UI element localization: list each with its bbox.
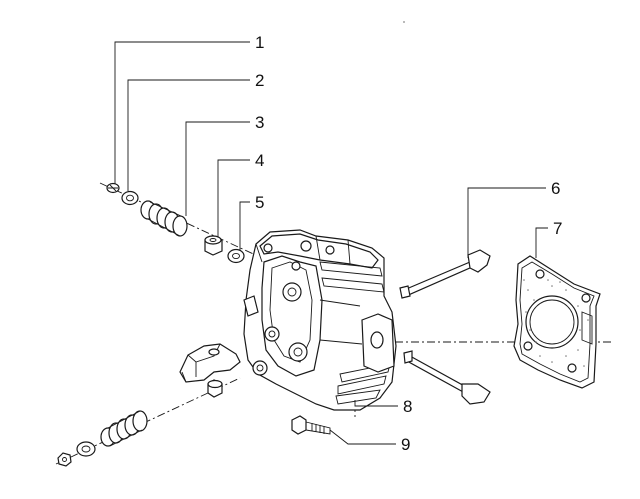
cylinder-head-gasket xyxy=(513,255,601,389)
callout-6: 6 xyxy=(551,179,560,198)
valve-stem-seal-lower xyxy=(207,379,223,398)
callout-leaders xyxy=(114,41,548,445)
spring-seat-washer xyxy=(227,248,245,264)
valve-keeper-lower xyxy=(57,452,72,467)
callout-labels: 1 2 3 4 5 6 7 8 9 xyxy=(255,33,562,454)
spring-retainer-upper xyxy=(121,190,139,206)
valve-spring-lower xyxy=(100,410,148,447)
callout-2: 2 xyxy=(255,71,264,90)
callout-8: 8 xyxy=(403,397,412,416)
callout-3: 3 xyxy=(255,113,264,132)
intake-valve xyxy=(399,249,491,299)
cylinder-head xyxy=(243,229,397,411)
exhaust-valve xyxy=(403,350,491,405)
head-bolt xyxy=(291,415,331,435)
callout-1: 1 xyxy=(255,33,264,52)
valve-keeper-upper xyxy=(106,182,120,194)
rocker-support-bracket xyxy=(179,343,241,383)
callout-5: 5 xyxy=(255,193,264,212)
valve-stem-seal xyxy=(204,235,223,256)
callout-9: 9 xyxy=(401,435,410,454)
valve-spring-upper xyxy=(140,200,188,237)
callout-4: 4 xyxy=(255,151,264,170)
callout-7: 7 xyxy=(553,219,562,238)
spring-retainer-lower xyxy=(76,441,96,457)
scan-artifact-dot xyxy=(403,21,405,23)
